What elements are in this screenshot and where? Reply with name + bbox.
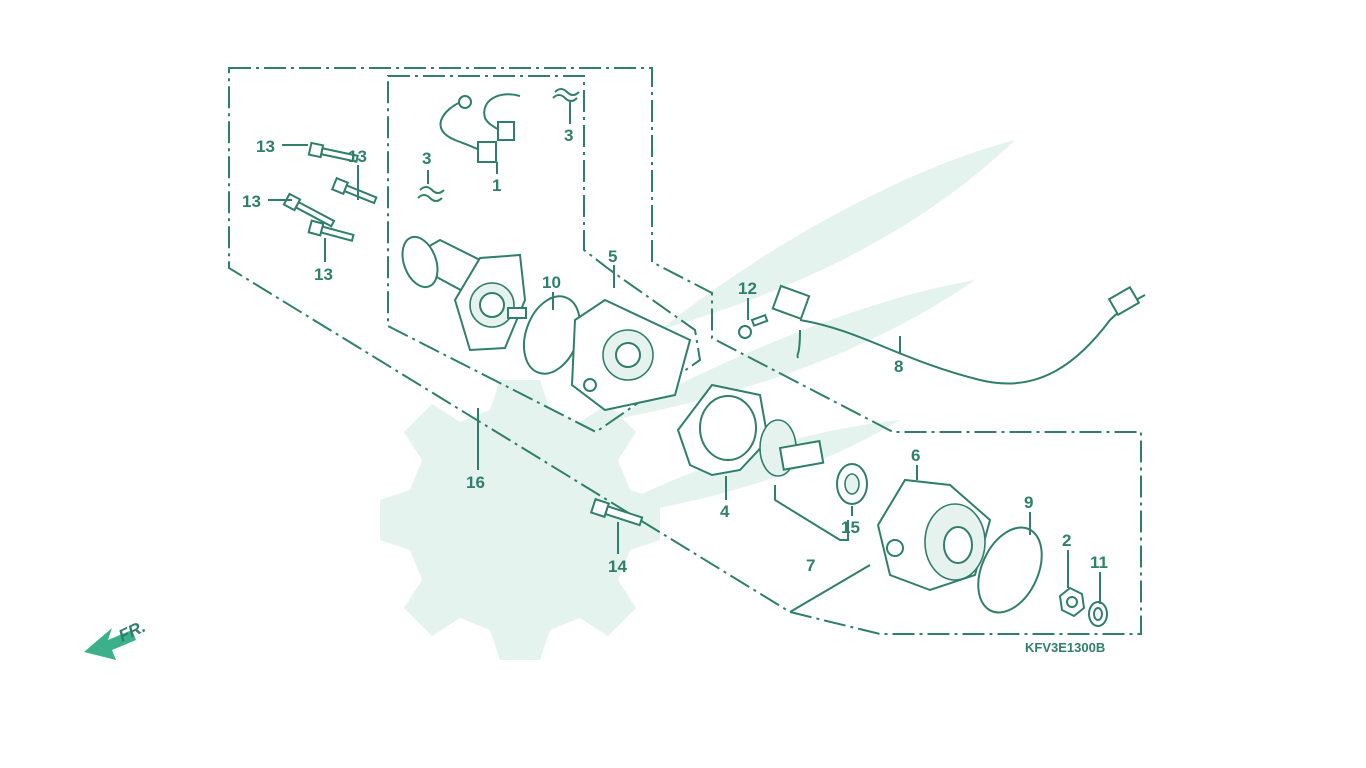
front-arrow-icon	[84, 628, 136, 660]
gear-shaft-7	[759, 419, 825, 477]
callout-16: 16	[466, 473, 485, 492]
bearing-15	[836, 463, 868, 505]
outline-5	[387, 75, 702, 434]
wire-harness-8	[771, 284, 1146, 385]
callout-7: 7	[806, 556, 815, 575]
group-outlines	[228, 67, 1142, 635]
nut-2	[1058, 586, 1086, 618]
callout-labels: 13 13 13 13 1 3 3 5 10 12 8 16 4 6 9 7 1…	[242, 126, 1108, 576]
callout-13: 13	[242, 192, 261, 211]
diagram-code: KFV3E1300B	[1025, 640, 1105, 655]
callout-4: 4	[720, 502, 730, 521]
callout-3: 3	[564, 126, 573, 145]
gasket-4	[676, 383, 770, 477]
callout-15: 15	[841, 518, 860, 537]
washer-11	[1088, 601, 1108, 627]
outline-16	[228, 67, 1142, 635]
callout-14: 14	[608, 557, 627, 576]
spring-3a	[552, 88, 580, 102]
case-6	[876, 478, 992, 592]
callout-2: 2	[1062, 531, 1071, 550]
watermark-logo	[380, 140, 1015, 660]
callout-5: 5	[608, 247, 617, 266]
bolt-14	[589, 497, 644, 527]
callout-13: 13	[314, 265, 333, 284]
callout-12: 12	[738, 279, 757, 298]
callout-3: 3	[422, 149, 431, 168]
bolts-13	[282, 141, 378, 242]
callout-10: 10	[542, 273, 561, 292]
callout-6: 6	[911, 446, 920, 465]
outline-7	[774, 485, 849, 541]
front-arrow: FR.	[84, 617, 149, 660]
leader-lines	[268, 102, 1101, 613]
callout-1: 1	[492, 176, 501, 195]
screw-12	[738, 313, 769, 339]
callout-13: 13	[256, 137, 275, 156]
callout-9: 9	[1024, 493, 1033, 512]
callout-13: 13	[348, 147, 367, 166]
gear-cover-5	[570, 298, 692, 412]
callout-11: 11	[1090, 553, 1108, 572]
spring-3b	[417, 186, 445, 202]
callout-8: 8	[894, 357, 903, 376]
starter-motor	[401, 235, 527, 352]
brush-holder-1	[439, 93, 521, 163]
